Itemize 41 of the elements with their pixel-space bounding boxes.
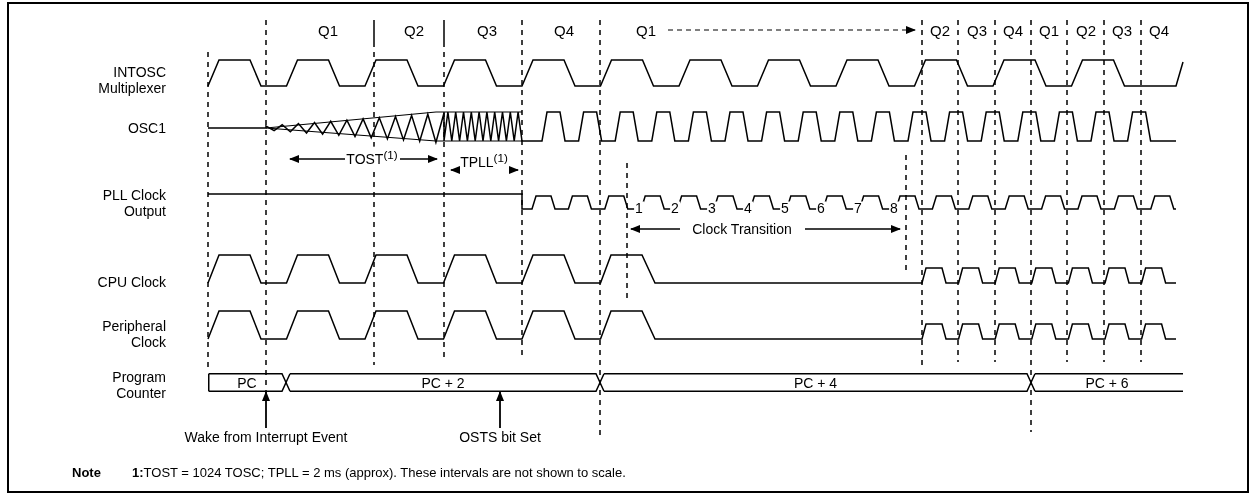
cycle-number: 8 — [889, 201, 899, 215]
cycle-number: 5 — [780, 201, 790, 215]
annotation-text: Wake from Interrupt Event — [184, 429, 348, 445]
cycle-number: 4 — [743, 201, 753, 215]
quarter-label: Q3 — [1112, 23, 1132, 39]
quarter-label: Q1 — [1039, 23, 1059, 39]
quarter-label: Q2 — [404, 23, 424, 39]
signal-name: PLL Clock Output — [101, 187, 166, 219]
arrow — [262, 391, 270, 429]
bus-value: PC — [237, 374, 257, 391]
bus-segment — [1031, 373, 1183, 392]
note-heading: Note — [72, 465, 101, 481]
quarter-label: Q4 — [1149, 23, 1169, 39]
quarter-label: Q1 — [636, 23, 656, 39]
bus-value: PC + 4 — [793, 374, 838, 391]
signal-name: Program Counter — [111, 369, 166, 401]
quarter-label: Q4 — [1003, 23, 1023, 39]
bus-value: PC + 2 — [421, 374, 465, 391]
quarter-label: Q4 — [554, 23, 574, 39]
note-text: 1:TOST = 1024 TOSC; TPLL = 2 ms (approx). These intervals are not shown to scale. — [132, 465, 626, 481]
cycle-number: 1 — [634, 201, 644, 215]
cycle-number: 7 — [853, 201, 863, 215]
annotation-text: OSTS bit Set — [459, 429, 541, 445]
cycle-number: 3 — [707, 201, 717, 215]
quarter-label: Q3 — [477, 23, 497, 39]
arrow — [496, 391, 504, 429]
cycle-number: 6 — [816, 201, 826, 215]
bus-segment — [208, 373, 286, 392]
signal-name: INTOSC Multiplexer — [97, 64, 166, 96]
cycle-number: 2 — [670, 201, 680, 215]
bus-segment — [286, 373, 600, 392]
signal-name: CPU Clock — [96, 274, 166, 290]
quarter-label: Q1 — [318, 23, 338, 39]
quarter-label: Q2 — [930, 23, 950, 39]
signal-name: OSC1 — [126, 120, 166, 136]
interval-label: Clock Transition — [692, 221, 792, 237]
quarter-label: Q2 — [1076, 23, 1096, 39]
bus-segment — [600, 373, 1031, 392]
quarter-label: Q3 — [967, 23, 987, 39]
bus-value: PC + 6 — [1085, 374, 1129, 391]
signal-name: Peripheral Clock — [101, 318, 166, 350]
